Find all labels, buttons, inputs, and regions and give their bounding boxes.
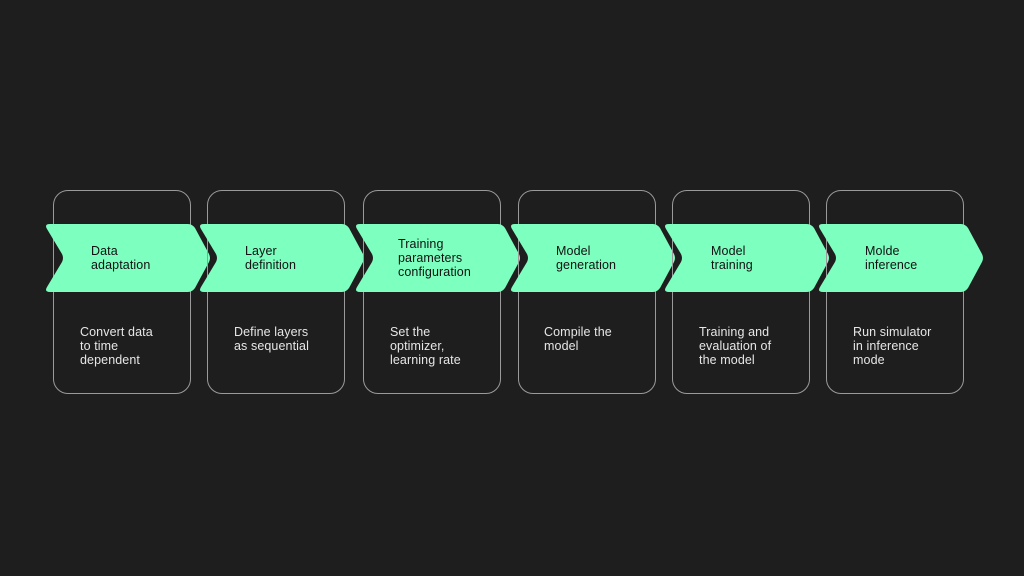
- step-description-line: Define layers: [234, 325, 309, 339]
- step-arrow-shape-5: [665, 224, 829, 292]
- step-description-line: in inference: [853, 339, 919, 353]
- step-description-line: model: [544, 339, 579, 353]
- step-description-line: optimizer,: [390, 339, 445, 353]
- step-arrow-shape-3: [356, 224, 520, 292]
- step-title-line: adaptation: [91, 258, 151, 272]
- step-description-line: Run simulator: [853, 325, 932, 339]
- step-description-line: learning rate: [390, 353, 461, 367]
- step-arrow-shape-1: [46, 224, 210, 292]
- step-title-line: parameters: [398, 251, 463, 265]
- step-title-line: Model: [556, 244, 591, 258]
- step-description-line: to time: [80, 339, 119, 353]
- step-arrow-shape-4: [511, 224, 675, 292]
- step-title-line: Model: [711, 244, 746, 258]
- step-title-line: configuration: [398, 265, 471, 279]
- step-arrow-3: [356, 224, 520, 292]
- step-description-line: dependent: [80, 353, 140, 367]
- step-description-line: mode: [853, 353, 885, 367]
- step-card-6: [826, 190, 964, 394]
- step-card-3: [363, 190, 501, 394]
- step-title-line: inference: [865, 258, 918, 272]
- step-title-line: Data: [91, 244, 118, 258]
- step-arrow-5: [665, 224, 829, 292]
- step-description-line: Set the: [390, 325, 431, 339]
- step-arrow-1: [46, 224, 210, 292]
- step-description-line: Compile the: [544, 325, 612, 339]
- step-title-line: Layer: [245, 244, 277, 258]
- step-title-line: Molde: [865, 244, 900, 258]
- step-description-line: evaluation of: [699, 339, 772, 353]
- step-description-line: as sequential: [234, 339, 309, 353]
- step-arrow-2: [200, 224, 364, 292]
- step-arrow-shape-2: [200, 224, 364, 292]
- step-title-line: training: [711, 258, 753, 272]
- step-card-5: [672, 190, 810, 394]
- step-title-line: definition: [245, 258, 297, 272]
- step-card-1: [53, 190, 191, 394]
- step-card-2: [207, 190, 345, 394]
- step-description-line: the model: [699, 353, 755, 367]
- step-card-4: [518, 190, 656, 394]
- step-description-line: Convert data: [80, 325, 153, 339]
- step-title-line: generation: [556, 258, 617, 272]
- step-arrow-6: [819, 224, 983, 292]
- step-description-line: Training and: [699, 325, 770, 339]
- step-arrow-shape-6: [819, 224, 983, 292]
- step-arrow-4: [511, 224, 675, 292]
- step-title-line: Training: [398, 237, 444, 251]
